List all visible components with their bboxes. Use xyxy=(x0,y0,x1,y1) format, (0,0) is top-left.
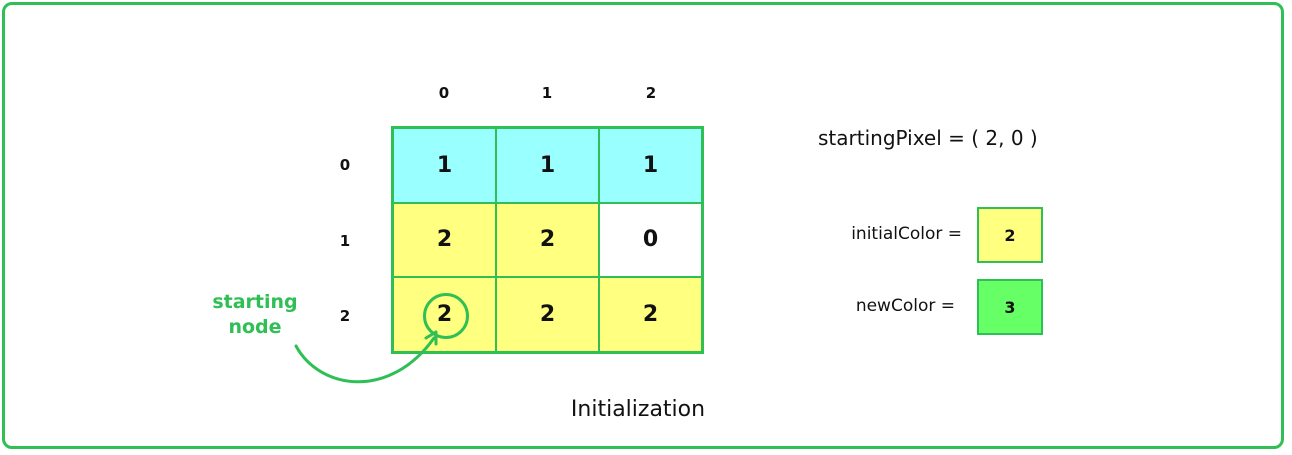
row-header-0: 0 xyxy=(339,156,351,174)
cell-value: 0 xyxy=(642,227,659,253)
new-color-box: 3 xyxy=(977,279,1043,335)
row-header-2: 2 xyxy=(339,307,351,325)
cell-value: 2 xyxy=(539,227,556,253)
grid-cell-2-2: 2 xyxy=(599,277,702,352)
cell-value: 1 xyxy=(539,152,556,178)
diagram-caption: Initialization xyxy=(570,397,706,422)
grid-cell-0-0: 1 xyxy=(393,128,496,203)
grid-cell-1-1: 2 xyxy=(496,202,599,278)
grid-cell-0-2: 1 xyxy=(599,128,702,203)
row-header-1: 1 xyxy=(339,232,351,250)
starting-node-label: starting node xyxy=(210,290,300,340)
cell-value: 2 xyxy=(539,302,556,328)
starting-node-label-line1: starting xyxy=(212,291,298,313)
grid-cell-0-1: 1 xyxy=(496,128,599,203)
grid-cell-2-0: 2 xyxy=(393,277,496,352)
grid-cell-1-2: 0 xyxy=(599,202,702,278)
grid-cell-1-0: 2 xyxy=(393,202,496,278)
starting-pixel-text: startingPixel = ( 2, 0 ) xyxy=(818,126,1038,150)
column-header-0: 0 xyxy=(438,84,450,102)
cell-value: 2 xyxy=(642,302,659,328)
column-header-2: 2 xyxy=(645,84,657,102)
initial-color-value: 2 xyxy=(1004,225,1016,245)
new-color-label: newColor = xyxy=(855,296,955,316)
cell-value: 2 xyxy=(436,227,453,253)
initial-color-box: 2 xyxy=(977,207,1043,263)
starting-node-label-line2: node xyxy=(228,316,282,338)
pixel-grid: 1 1 1 2 2 0 2 2 2 xyxy=(391,126,704,354)
starting-node-ring xyxy=(422,292,469,339)
column-header-1: 1 xyxy=(541,84,553,102)
cell-value: 1 xyxy=(642,152,659,178)
new-color-value: 3 xyxy=(1004,297,1016,317)
diagram-frame xyxy=(2,2,1284,449)
initial-color-label: initialColor = xyxy=(851,224,962,244)
grid-cell-2-1: 2 xyxy=(496,277,599,352)
cell-value: 1 xyxy=(436,152,453,178)
